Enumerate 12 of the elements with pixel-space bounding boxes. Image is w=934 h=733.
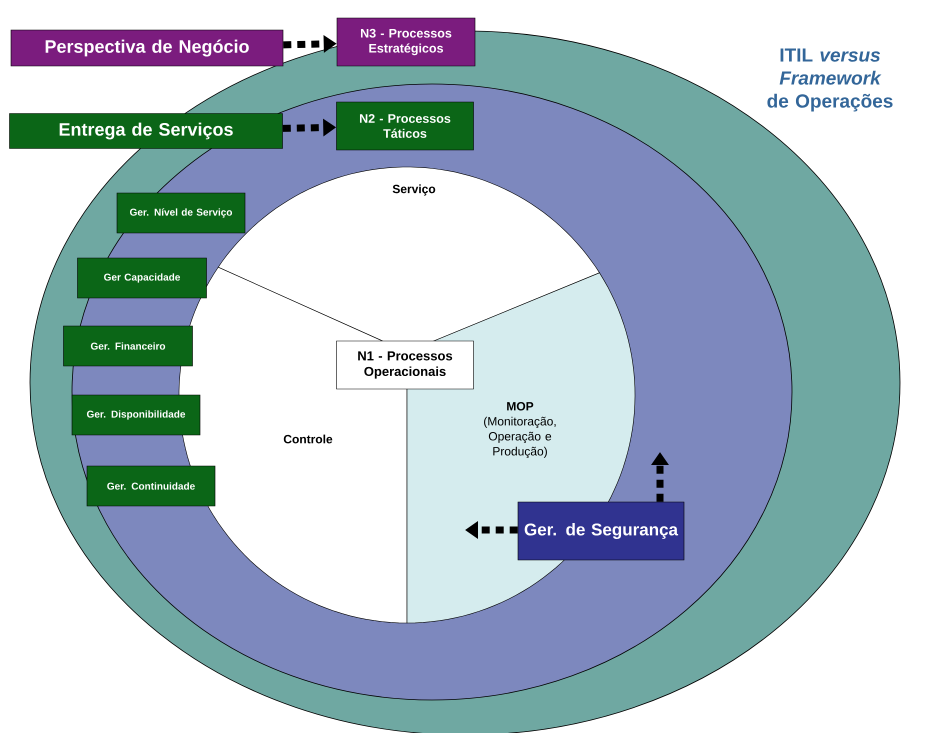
label-box: Entrega de Serviços: [9, 113, 283, 149]
title: ITIL versus Framework de Operações: [767, 48, 893, 112]
process-box: Ger. Nível de Serviço: [116, 192, 246, 234]
level-box: N3 - Processos Estratégicos: [336, 18, 476, 66]
process-box: Ger. Financeiro: [63, 326, 193, 366]
process-box: Ger. Continuidade: [86, 466, 216, 506]
level-box: N1 - Processos Operacionais: [336, 340, 474, 390]
label-box: Ger. de Segurança: [518, 502, 684, 560]
level-box: N2 - Processos Táticos: [336, 102, 474, 150]
label-box: Perspectiva de Negócio: [10, 30, 284, 66]
process-box: Ger. Disponibilidade: [72, 394, 200, 436]
process-box: Ger Capacidade: [77, 258, 207, 298]
